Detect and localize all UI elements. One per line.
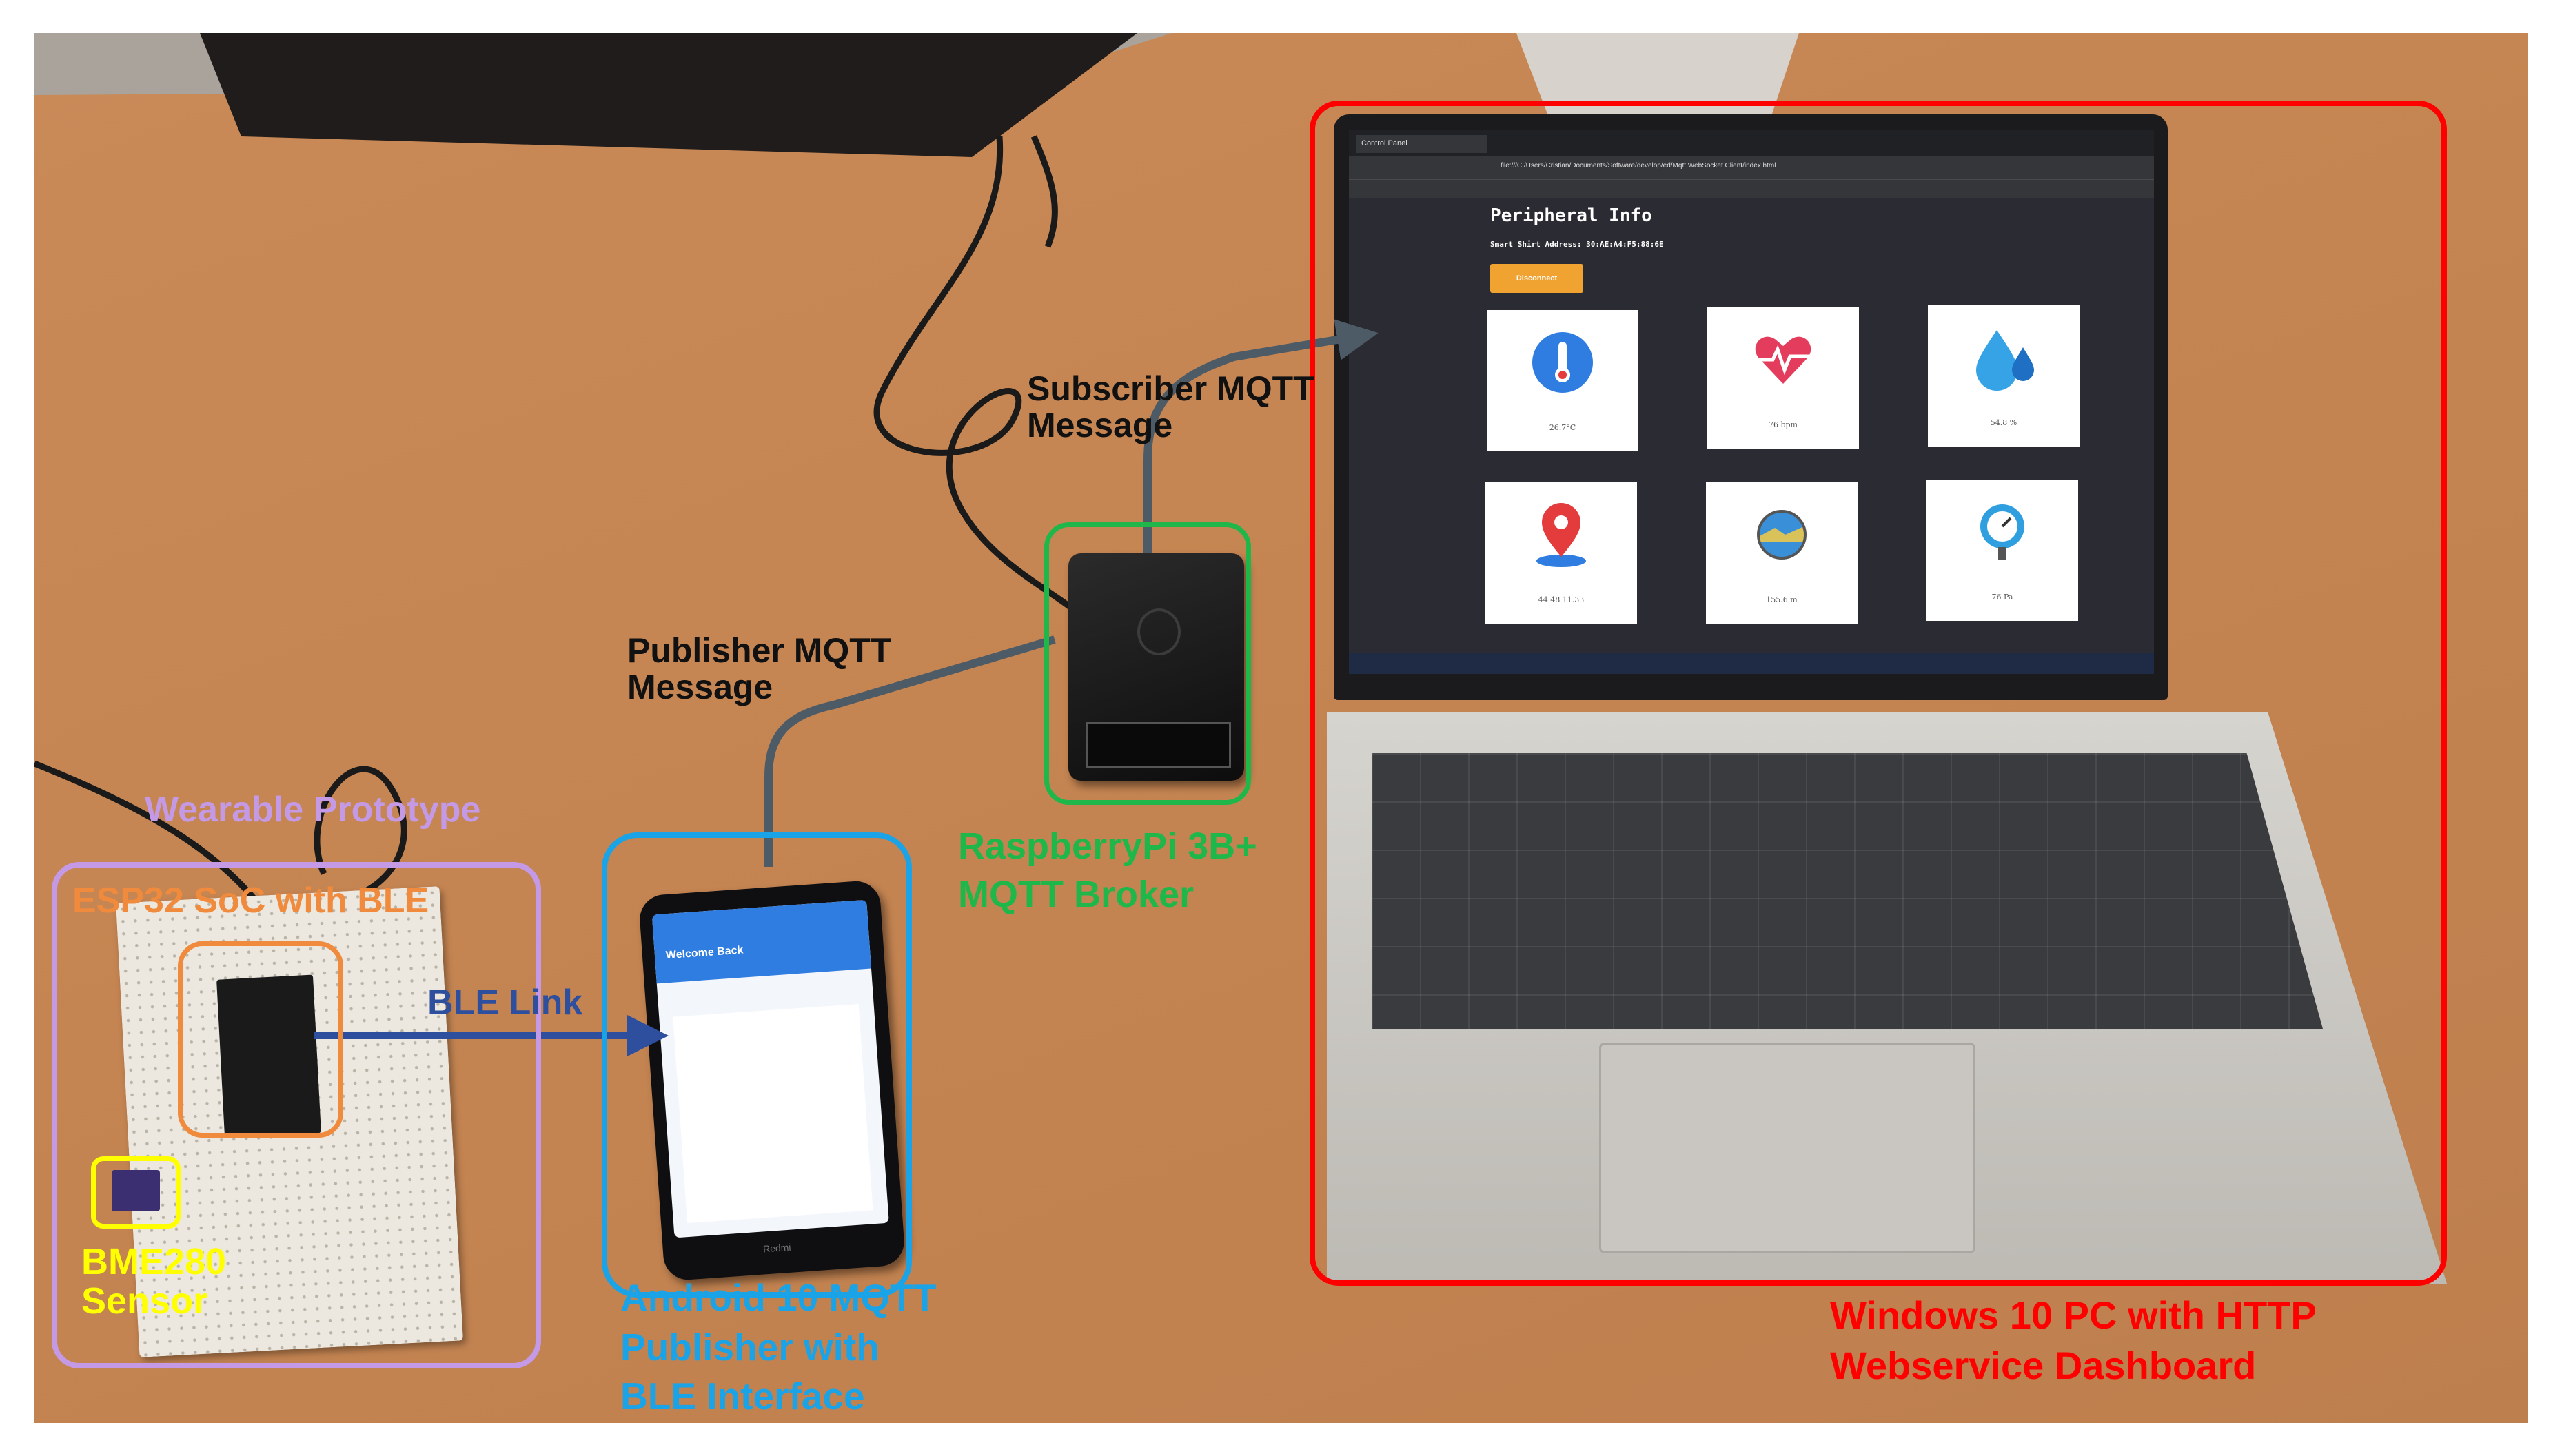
raspberry-pi-box xyxy=(1044,522,1251,805)
dashboard-heading: Peripheral Info xyxy=(1490,205,1652,226)
laptop-touchpad xyxy=(1599,1043,1975,1253)
location-value: 44.48 11.33 xyxy=(1538,595,1585,604)
address-url[interactable]: file:///C:/Users/Cristian/Documents/Soft… xyxy=(1501,162,1776,170)
raspberry-pi-case xyxy=(1068,553,1244,781)
humidity-value: 54.8 % xyxy=(1990,418,2017,427)
altitude-icon xyxy=(1757,510,1807,560)
dashboard-address-line: Smart Shirt Address: 30:AE:A4:F5:88:6E xyxy=(1490,240,1664,249)
temperature-value: 26.7°C xyxy=(1549,423,1576,432)
laptop-keyboard xyxy=(1372,753,2323,1029)
thermometer-icon xyxy=(1532,332,1593,393)
bme280-label: BME280 Sensor xyxy=(81,1241,227,1322)
cable-power xyxy=(873,136,1085,621)
ble-link-label: BLE Link xyxy=(427,983,583,1023)
esp32-box xyxy=(178,941,343,1138)
cable-left xyxy=(34,760,265,910)
dashboard-card-heart-rate: 76 bpm xyxy=(1707,307,1859,449)
humidity-icon xyxy=(1976,330,2034,391)
connections-svg xyxy=(314,319,1379,1056)
cable-usb xyxy=(314,766,407,898)
dashboard-card-humidity: 54.8 % xyxy=(1928,305,2080,447)
subscriber-label: Subscriber MQTT Message xyxy=(1027,369,1314,444)
subscriber-arrow xyxy=(1143,319,1379,553)
bme280-module xyxy=(112,1170,160,1211)
laptop-lid: Control Panel file:///C:/Users/Cristian/… xyxy=(1334,114,2168,700)
dashboard-card-pressure: 76 Pa xyxy=(1926,480,2078,621)
usb-ports xyxy=(1086,722,1231,768)
esp32-label: ESP32 SoC with BLE xyxy=(72,881,429,921)
altitude-value: 155.6 m xyxy=(1766,595,1798,604)
disconnect-button[interactable]: Disconnect xyxy=(1490,264,1583,293)
windows-taskbar xyxy=(1349,653,2154,674)
android-label: Android 10 MQTT Publisher with BLE Inter… xyxy=(620,1276,937,1417)
chair-back xyxy=(200,33,1137,157)
android-box xyxy=(602,832,912,1298)
dashboard-card-location: 44.48 11.33 xyxy=(1485,482,1637,624)
bme280-box xyxy=(91,1156,181,1229)
publisher-arrow xyxy=(764,635,1056,867)
bookmarks-bar xyxy=(1349,179,2154,198)
heart-rate-icon xyxy=(1754,336,1812,384)
pressure-value: 76 Pa xyxy=(1991,593,2013,602)
pressure-gauge-icon xyxy=(1980,504,2024,560)
scene-background-svg xyxy=(34,33,1799,910)
windows-pc-box xyxy=(1310,101,2447,1286)
dashboard-card-altitude: 155.6 m xyxy=(1706,482,1858,624)
laptop-screen: Control Panel file:///C:/Users/Cristian/… xyxy=(1349,130,2154,674)
wearable-box xyxy=(52,862,541,1368)
publisher-label: Publisher MQTT Message xyxy=(627,631,892,706)
cable-top xyxy=(1030,135,1058,248)
raspberry-label: RaspberryPi 3B+ MQTT Broker xyxy=(958,826,1257,916)
dashboard-card-temperature: 26.7°C xyxy=(1487,310,1638,451)
windows-label: Windows 10 PC with HTTP Webservice Dashb… xyxy=(1830,1293,2317,1387)
location-pin-icon xyxy=(1536,503,1586,567)
browser-addressbar[interactable]: file:///C:/Users/Cristian/Documents/Soft… xyxy=(1349,156,2154,179)
photo-scene: Welcome Back Redmi Control Panel file://… xyxy=(34,33,2528,1423)
wearable-label: Wearable Prototype xyxy=(145,790,481,830)
heart-rate-value: 76 bpm xyxy=(1768,420,1798,429)
raspberry-logo-icon xyxy=(1137,608,1181,655)
browser-tab[interactable]: Control Panel xyxy=(1356,135,1487,153)
browser-tabbar: Control Panel xyxy=(1349,130,2154,156)
table-object xyxy=(1516,33,1799,123)
